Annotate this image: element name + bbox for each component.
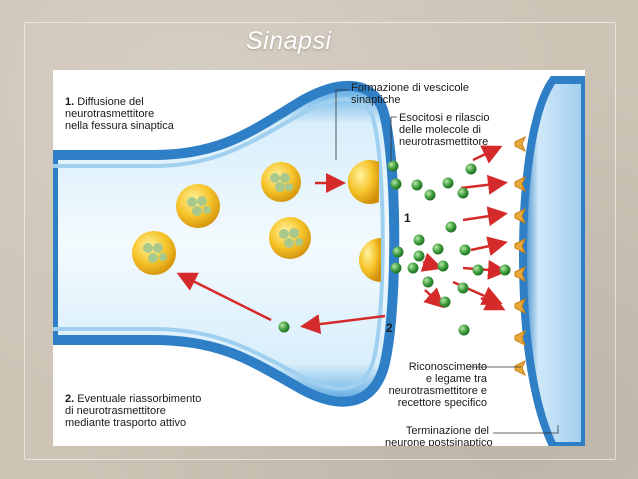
step2-text: Eventuale riassorbimento di neurotrasmet… xyxy=(65,393,202,429)
release-arrow xyxy=(462,206,508,227)
step1-number: 1. xyxy=(65,96,75,108)
marker-1: 1 xyxy=(404,211,411,225)
vesicle xyxy=(269,217,311,259)
presynaptic-inner-membrane xyxy=(53,97,385,391)
release-arrow xyxy=(480,292,506,311)
reuptake-arrow xyxy=(300,314,386,335)
release-arrow xyxy=(460,174,508,195)
synapse-diagram: 1. Diffusione del neurotrasmettitore nel… xyxy=(53,70,585,446)
slide-title: Sinapsi xyxy=(246,27,332,55)
slide-frame xyxy=(24,22,616,460)
release-arrow xyxy=(472,145,503,164)
neurotransmitter-molecules xyxy=(278,160,511,336)
presynaptic-terminal xyxy=(53,80,400,407)
vesicle-formation-label: Formazione di vescicole sinaptiche xyxy=(351,82,469,106)
receptors xyxy=(514,135,526,377)
step2-label: 2. Eventuale riassorbimento di neurotras… xyxy=(65,393,201,429)
recognition-label: Riconoscimento e legame tra neurotrasmet… xyxy=(388,361,487,409)
release-arrow xyxy=(420,252,443,272)
vesicle xyxy=(132,231,176,275)
reuptake-arrow xyxy=(176,272,272,322)
vesicle xyxy=(261,162,301,202)
vesicle xyxy=(176,184,220,228)
leader-lines xyxy=(335,89,559,434)
release-arrow xyxy=(423,287,445,309)
release-arrow xyxy=(470,236,508,256)
vesicle-fusing xyxy=(359,238,381,282)
postsynaptic-neuron xyxy=(518,76,585,446)
termination-label: Terminazione del neurone postsinaptico xyxy=(385,425,493,446)
marker-2: 2 xyxy=(386,321,393,335)
step1-text: Diffusione del neurotrasmettitore nella … xyxy=(65,96,174,132)
vesicle-fusing xyxy=(347,160,379,204)
synapse-illustration xyxy=(53,76,585,446)
exocytosis-label: Esocitosi e rilascio delle molecole di n… xyxy=(399,112,490,148)
step2-number: 2. xyxy=(65,393,75,405)
step1-label: 1. Diffusione del neurotrasmettitore nel… xyxy=(65,96,174,132)
